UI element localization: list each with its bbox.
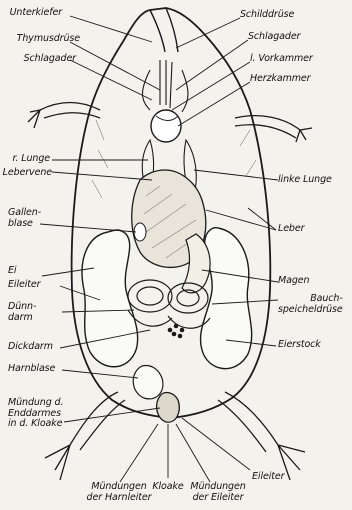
- label-eileiter-left: Eileiter: [8, 280, 40, 291]
- front-right-leg: [235, 116, 312, 142]
- label-harnblase: Harnblase: [8, 364, 55, 375]
- label-gallenblase-line1: Gallen-: [8, 208, 41, 219]
- label-dickdarm: Dickdarm: [8, 342, 53, 353]
- label-bauchspeichel-line2: speicheldrüse: [278, 305, 343, 316]
- label-lebervene: Lebervene: [3, 168, 52, 179]
- label-kloake: Kloake: [146, 482, 190, 493]
- label-r-lunge: r. Lunge: [13, 154, 50, 165]
- label-schilddruese: Schilddrüse: [240, 10, 294, 21]
- label-duenndarm-line1: Dünn-: [8, 302, 36, 313]
- heart: [151, 110, 181, 142]
- label-unterkiefer: Unterkiefer: [10, 8, 62, 19]
- label-gallenblase: Gallen- blase: [8, 208, 41, 229]
- label-eileiter-bottom: Eileiter: [252, 472, 284, 483]
- urinary-bladder: [133, 366, 163, 399]
- label-muendungen-eileiter-line2: der Eileiter: [186, 493, 250, 504]
- label-bauchspeicheldruese: Bauch- speicheldrüse: [278, 294, 343, 315]
- label-magen: Magen: [278, 276, 309, 287]
- label-gallenblase-line2: blase: [8, 219, 41, 230]
- lower-jaw: [150, 8, 178, 52]
- label-herzkammer: Herzkammer: [250, 74, 310, 85]
- label-muendungen-eileiter-line1: Mündungen: [186, 482, 250, 493]
- label-ei: Ei: [8, 266, 16, 277]
- egg-mass-left: [82, 230, 138, 367]
- label-muendungen-eileiter: Mündungen der Eileiter: [186, 482, 250, 503]
- label-bauchspeichel-line1: Bauch-: [278, 294, 343, 305]
- label-muendung-enddarm: Mündung d. Enddarmes in d. Kloake: [8, 398, 63, 430]
- label-muendung-enddarm-line3: in d. Kloake: [8, 419, 63, 430]
- hind-right-leg: [218, 392, 305, 480]
- label-muendung-enddarm-line1: Mündung d.: [8, 398, 63, 409]
- label-duenndarm: Dünn- darm: [8, 302, 36, 323]
- label-leber: Leber: [278, 224, 304, 235]
- label-l-vorkammer: l. Vorkammer: [250, 54, 313, 65]
- label-linke-lunge: linke Lunge: [278, 175, 332, 186]
- label-muendungen-harnleiter-line2: der Harnleiter: [78, 493, 160, 504]
- label-eierstock: Eierstock: [278, 340, 321, 351]
- cloaca: [157, 393, 180, 423]
- label-thymusdruese: Thymusdrüse: [17, 34, 80, 45]
- pancreas: [168, 324, 185, 339]
- label-duenndarm-line2: darm: [8, 313, 36, 324]
- label-schlagader-right: Schlagader: [248, 32, 300, 43]
- label-schlagader-left: Schlagader: [24, 54, 76, 65]
